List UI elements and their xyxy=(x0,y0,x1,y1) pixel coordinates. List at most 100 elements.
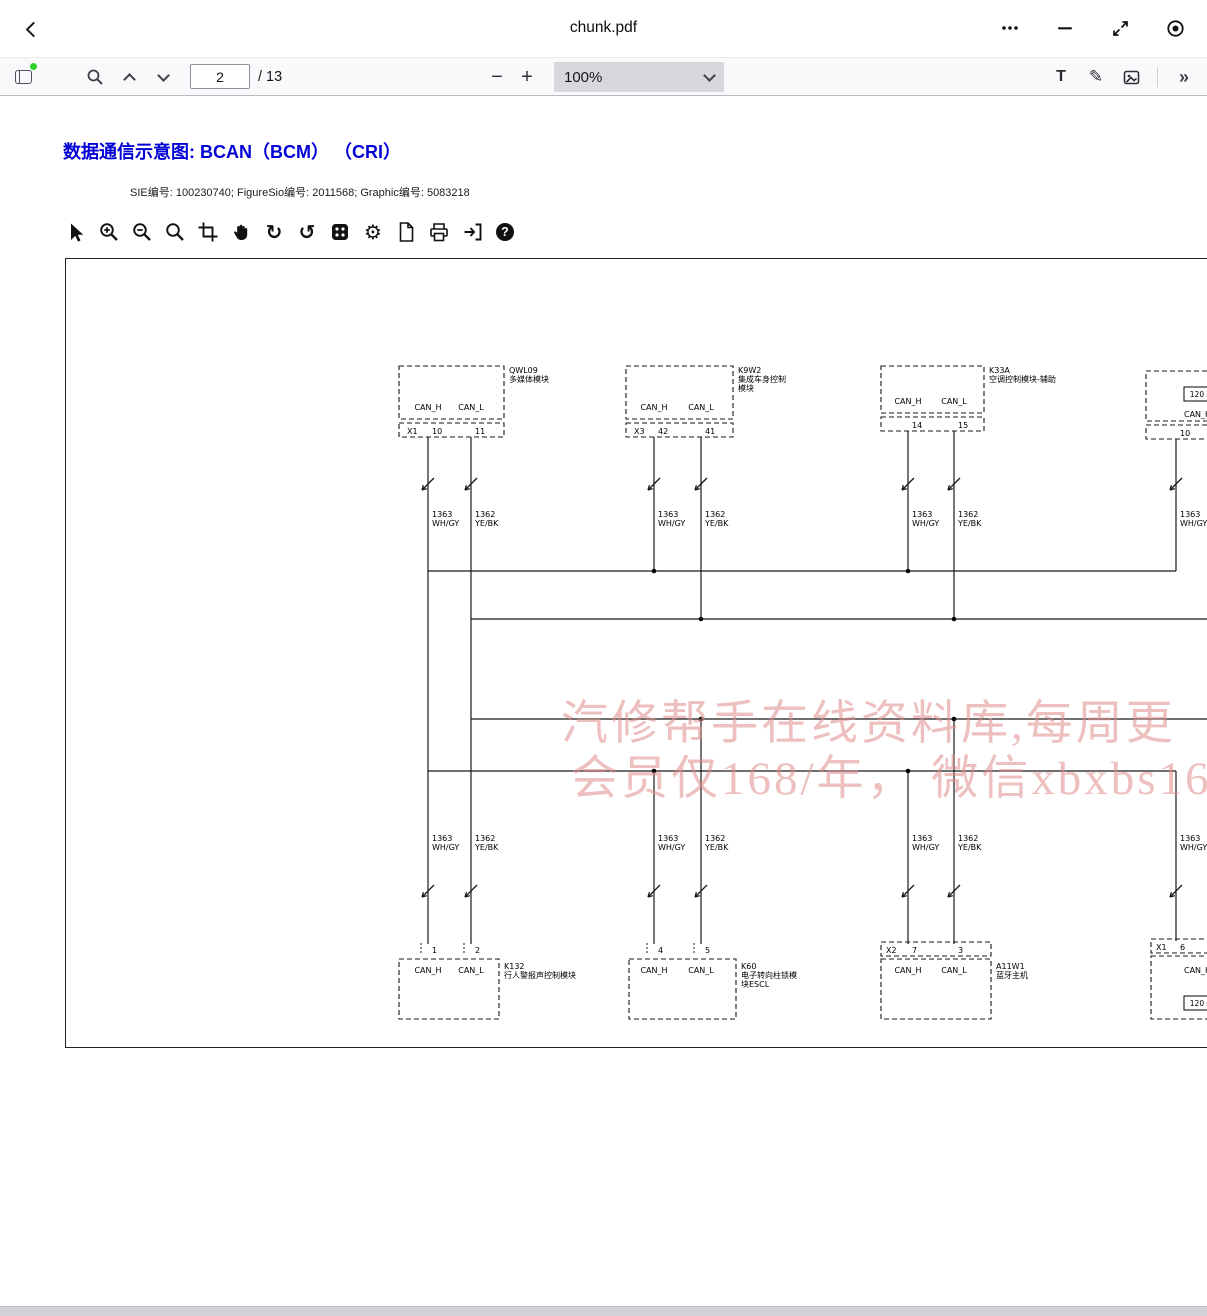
svg-text:10: 10 xyxy=(1180,429,1190,438)
svg-text:1362: 1362 xyxy=(475,834,495,843)
svg-text:WH/GY: WH/GY xyxy=(912,519,939,528)
svg-text:1363: 1363 xyxy=(912,510,932,519)
diagram-toolbar: ↻ ↺ ⚙? xyxy=(64,220,517,244)
secondary-toolbar-icon[interactable]: » xyxy=(1178,66,1189,87)
export-icon[interactable] xyxy=(460,220,484,244)
minimize-icon[interactable] xyxy=(1051,14,1079,42)
svg-text:CAN_L: CAN_L xyxy=(941,966,967,975)
record-icon[interactable] xyxy=(1161,14,1189,42)
svg-text:1363: 1363 xyxy=(1180,834,1200,843)
pointer-tool-icon[interactable] xyxy=(64,220,88,244)
svg-text:块ESCL: 块ESCL xyxy=(741,979,770,989)
zoom-value: 100% xyxy=(564,68,603,86)
svg-text:WH/GY: WH/GY xyxy=(658,843,685,852)
svg-text:WH/GY: WH/GY xyxy=(432,843,459,852)
svg-text:14: 14 xyxy=(912,421,922,430)
svg-text:1363: 1363 xyxy=(432,510,452,519)
help-icon[interactable]: ? xyxy=(493,220,517,244)
svg-text:CAN_H: CAN_H xyxy=(414,966,441,975)
svg-text:A11W1: A11W1 xyxy=(996,962,1025,971)
svg-text:YE/BK: YE/BK xyxy=(704,519,729,528)
svg-text:CAN_L: CAN_L xyxy=(458,403,484,412)
pdf-page: 数据通信示意图: BCAN（BCM） （CRI） SIE编号: 10023074… xyxy=(0,96,1207,1306)
zoom-select-icon[interactable] xyxy=(163,220,187,244)
titlebar: chunk.pdf xyxy=(0,0,1207,58)
more-options-icon[interactable] xyxy=(996,14,1024,42)
page-icon[interactable] xyxy=(394,220,418,244)
svg-text:CAN_L: CAN_L xyxy=(688,403,714,412)
page-total: / 13 xyxy=(258,68,283,85)
svg-text:CAN_L: CAN_L xyxy=(458,966,484,975)
svg-text:1363: 1363 xyxy=(432,834,452,843)
svg-text:7: 7 xyxy=(912,946,917,955)
svg-text:行人警报声控制模块: 行人警报声控制模块 xyxy=(504,970,576,980)
svg-text:YE/BK: YE/BK xyxy=(957,519,982,528)
svg-text:CAN_H: CAN_H xyxy=(894,397,921,406)
svg-text:5: 5 xyxy=(705,946,710,955)
svg-text:QWL09: QWL09 xyxy=(509,366,538,375)
svg-text:空调控制模块-辅助: 空调控制模块-辅助 xyxy=(989,374,1056,384)
toolbar-divider xyxy=(1157,67,1158,87)
grid-view-icon[interactable] xyxy=(328,220,352,244)
sidebar-toggle-icon[interactable] xyxy=(8,62,38,92)
svg-text:YE/BK: YE/BK xyxy=(957,843,982,852)
svg-text:1363: 1363 xyxy=(912,834,932,843)
svg-text:1362: 1362 xyxy=(958,834,978,843)
svg-text:15: 15 xyxy=(958,421,968,430)
rotate-ccw-icon[interactable]: ↺ xyxy=(298,220,316,244)
svg-text:120 Ω: 120 Ω xyxy=(1190,390,1207,399)
svg-text:WH/GY: WH/GY xyxy=(432,519,459,528)
svg-text:1362: 1362 xyxy=(475,510,495,519)
print-icon[interactable] xyxy=(427,220,451,244)
svg-text:1362: 1362 xyxy=(958,510,978,519)
next-page-icon[interactable] xyxy=(148,62,178,92)
settings-icon[interactable]: ⚙ xyxy=(364,220,382,244)
svg-text:2: 2 xyxy=(475,946,480,955)
chevron-down-icon xyxy=(703,69,716,82)
svg-text:多媒体模块: 多媒体模块 xyxy=(509,374,549,384)
svg-text:1363: 1363 xyxy=(1180,510,1200,519)
svg-text:X3: X3 xyxy=(634,427,645,436)
svg-text:X1: X1 xyxy=(1156,943,1167,952)
rotate-cw-icon[interactable]: ↻ xyxy=(265,220,283,244)
svg-text:1362: 1362 xyxy=(705,510,725,519)
zoom-out-icon[interactable] xyxy=(130,220,154,244)
draw-tool-icon[interactable]: ✎ xyxy=(1088,67,1104,86)
pdf-toolbar: / 13 − + 100% T ✎ » xyxy=(0,58,1207,96)
search-icon[interactable] xyxy=(80,62,110,92)
svg-text:CAN_H: CAN_H xyxy=(414,403,441,412)
viewer-background-strip xyxy=(0,1306,1207,1316)
svg-text:集成车身控制: 集成车身控制 xyxy=(738,374,786,384)
zoom-in-icon[interactable] xyxy=(97,220,121,244)
svg-text:CAN_L: CAN_L xyxy=(688,966,714,975)
svg-text:1363: 1363 xyxy=(658,834,678,843)
svg-text:电子转向柱锁模: 电子转向柱锁模 xyxy=(741,970,797,980)
svg-text:K33A: K33A xyxy=(989,366,1010,375)
zoom-in-button[interactable]: + xyxy=(521,65,533,88)
svg-text:4: 4 xyxy=(658,946,663,955)
svg-text:YE/BK: YE/BK xyxy=(474,519,499,528)
zoom-select[interactable]: 100% xyxy=(554,62,724,92)
zoom-out-button[interactable]: − xyxy=(491,65,503,88)
pan-hand-icon[interactable] xyxy=(229,220,253,244)
text-tool-icon[interactable]: T xyxy=(1056,68,1066,85)
zoom-controls: − + 100% xyxy=(482,62,724,92)
svg-text:CAN_H: CAN_H xyxy=(640,966,667,975)
expand-icon[interactable] xyxy=(1106,14,1134,42)
page-number-input[interactable] xyxy=(190,64,250,89)
svg-text:K60: K60 xyxy=(741,962,756,971)
svg-text:1: 1 xyxy=(432,946,437,955)
crop-icon[interactable] xyxy=(196,220,220,244)
svg-text:X2: X2 xyxy=(886,946,897,955)
svg-text:CAN_L: CAN_L xyxy=(941,397,967,406)
svg-text:YE/BK: YE/BK xyxy=(474,843,499,852)
document-meta: SIE编号: 100230740; FigureSio编号: 2011568; … xyxy=(130,187,470,199)
svg-text:CAN_H: CAN_H xyxy=(640,403,667,412)
svg-text:K9W2: K9W2 xyxy=(738,366,761,375)
svg-text:6: 6 xyxy=(1180,943,1185,952)
image-tool-icon[interactable] xyxy=(1116,62,1146,92)
previous-page-icon[interactable] xyxy=(114,62,144,92)
svg-text:10: 10 xyxy=(432,427,442,436)
